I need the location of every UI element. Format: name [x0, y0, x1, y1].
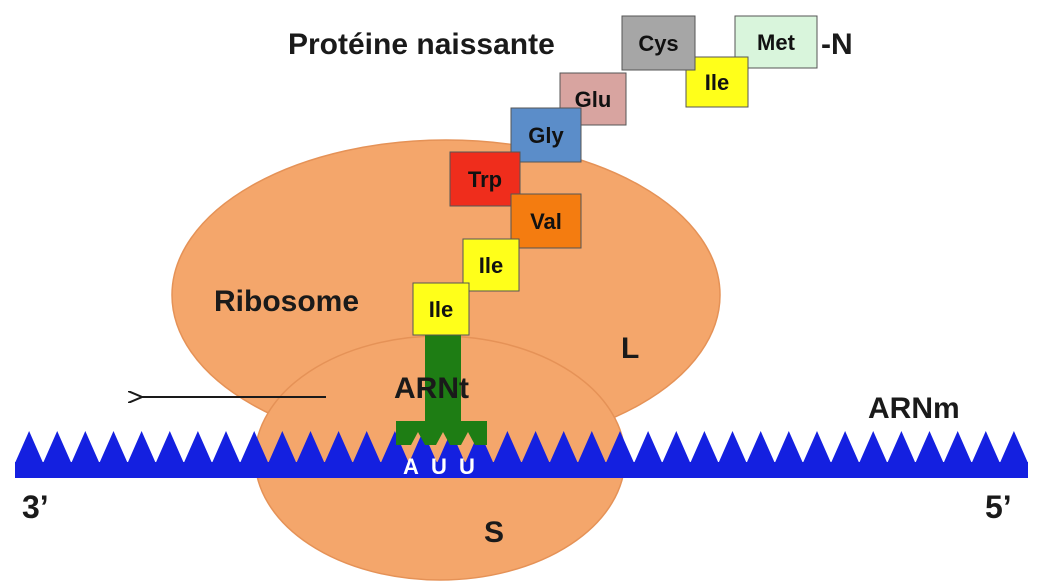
five-prime-label: 5’ [985, 489, 1012, 525]
trna-anticodon-arm [396, 421, 487, 445]
trna-label: ARNt [394, 372, 469, 405]
small-subunit-label: S [484, 516, 504, 549]
amino-acid-box [462, 238, 520, 292]
mrna-strand [15, 431, 1028, 478]
amino-acid-label: Ile [479, 253, 503, 278]
amino-acid-ile-8: Ile [462, 238, 520, 292]
amino-acid-label: Gly [528, 123, 564, 148]
amino-acid-box [510, 193, 582, 249]
trna-stem [425, 334, 461, 422]
amino-acid-label: Val [530, 209, 562, 234]
mrna-teeth [15, 431, 1028, 463]
protein-title: Protéine naissante [288, 28, 555, 61]
amino-acid-glu-4: Glu [559, 72, 627, 126]
amino-acid-ile-2: Ile [685, 56, 749, 108]
amino-acid-gly-5: Gly [510, 107, 582, 163]
amino-acid-cys-3: Cys [621, 15, 696, 71]
amino-acid-box [412, 282, 470, 336]
amino-acid-ile-9: Ile [412, 282, 470, 336]
amino-acid-label: Met [757, 30, 796, 55]
n-terminus-label: -N [821, 28, 853, 61]
amino-acid-label: Trp [468, 167, 502, 192]
amino-acid-label: Cys [638, 31, 678, 56]
mrna-label: ARNm [868, 392, 960, 425]
ribosome-label: Ribosome [214, 285, 359, 318]
anticodon-base-1: A [403, 454, 419, 479]
amino-acid-box [621, 15, 696, 71]
mrna-backbone [15, 462, 1028, 478]
amino-acid-label: Ile [429, 297, 453, 322]
amino-acid-val-7: Val [510, 193, 582, 249]
anticodon-base-3: U [459, 454, 475, 479]
amino-acid-box [734, 15, 818, 69]
amino-acid-box [510, 107, 582, 163]
amino-acid-met-1: Met [734, 15, 818, 69]
large-subunit-label: L [621, 332, 639, 365]
anticodon-base-2: U [431, 454, 447, 479]
amino-acid-trp-6: Trp [449, 151, 521, 207]
amino-acid-box [449, 151, 521, 207]
amino-acid-label: Ile [705, 70, 729, 95]
amino-acid-box [685, 56, 749, 108]
three-prime-label: 3’ [22, 489, 49, 525]
trna [396, 334, 487, 445]
